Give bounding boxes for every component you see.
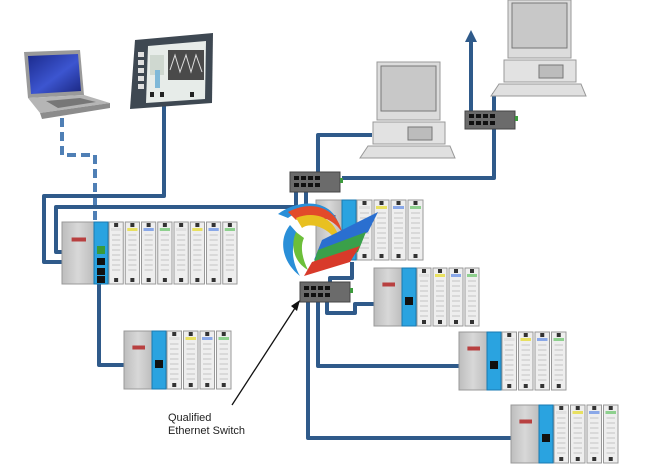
switch-right[interactable] [464, 110, 518, 130]
desktop-pc-2[interactable] [490, 0, 587, 97]
io-module [553, 404, 569, 464]
io-module [390, 199, 407, 261]
laptop[interactable] [24, 50, 110, 119]
io-module [173, 221, 189, 285]
switch-qualified[interactable] [299, 281, 353, 303]
io-module [199, 330, 215, 390]
desktop-pc-1[interactable] [359, 61, 456, 159]
io-module [124, 221, 140, 285]
io-module [216, 330, 232, 390]
cable-switch-top-switch-right [342, 128, 496, 180]
io-module [448, 267, 464, 327]
io-module [432, 267, 448, 327]
io-module [501, 331, 517, 391]
cable-laptop-dashed [60, 118, 97, 232]
cable-qswitch-io3 [316, 301, 495, 368]
io-module [416, 267, 432, 327]
rack-io-2[interactable] [373, 267, 480, 327]
annotation-line-1: Qualified [168, 412, 212, 424]
io-module [183, 330, 199, 390]
cable-center-to-qswitch [328, 262, 354, 284]
io-module [206, 221, 222, 285]
io-module [166, 330, 182, 390]
switch-top[interactable] [289, 171, 343, 193]
io-module [518, 331, 534, 391]
rack-io-3[interactable] [458, 331, 567, 391]
io-module [407, 199, 424, 261]
io-module [570, 404, 586, 464]
annotation-line-2: Ethernet Switch [168, 425, 246, 437]
io-module [603, 404, 619, 464]
io-module [586, 404, 602, 464]
io-module [222, 221, 238, 285]
hmi-panel[interactable] [130, 33, 213, 109]
rack-io-4[interactable] [510, 404, 619, 464]
io-module [551, 331, 567, 391]
cable-switch-top-pc1 [316, 133, 372, 173]
io-module [189, 221, 205, 285]
io-module [534, 331, 550, 391]
io-module [373, 199, 390, 261]
up-arrow-icon [465, 30, 477, 42]
rack-io-1[interactable] [123, 330, 232, 390]
io-module [157, 221, 173, 285]
io-module [141, 221, 157, 285]
annotation-label: Qualified Ethernet Switch [168, 412, 245, 438]
cable-qswitch-io4 [306, 301, 546, 440]
rack-main[interactable] [61, 221, 238, 285]
io-module [108, 221, 124, 285]
io-module [464, 267, 480, 327]
annotation-arrow [231, 300, 300, 406]
logo-icon [278, 203, 378, 276]
